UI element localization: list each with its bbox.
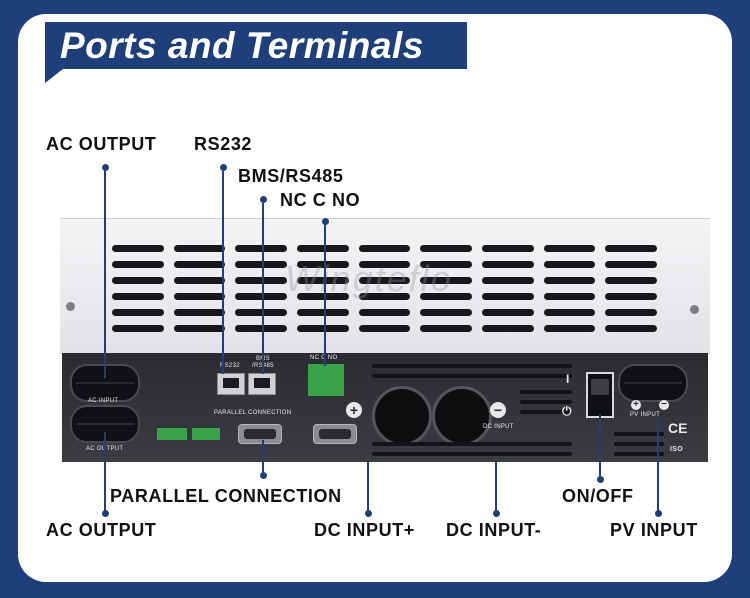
label-on-off: ON/OFF — [562, 486, 634, 506]
leader-dot — [322, 218, 329, 225]
bms-rs485-port — [248, 373, 276, 395]
rear-vent — [614, 442, 664, 446]
panel-rs232-label: RS232 — [220, 363, 240, 369]
label-dc-input-minus: DC INPUT- — [446, 520, 542, 540]
leader-line-ac-output-bottom — [104, 432, 106, 512]
leader-line-dc-plus — [367, 462, 369, 512]
rs232-port — [217, 373, 245, 395]
power-icon: ⏻ — [562, 404, 572, 418]
leader-dot — [365, 510, 372, 517]
label-pv-input: PV INPUT — [610, 520, 698, 540]
leader-dot — [493, 510, 500, 517]
rear-vent — [520, 390, 572, 394]
panel-ac-input-label: AC INPUT — [88, 398, 119, 404]
screw — [690, 305, 699, 314]
ce-mark: CE — [668, 420, 688, 436]
pv-plus-icon: + — [631, 400, 641, 410]
rear-vent — [372, 452, 572, 456]
leader-line-ac-output-top — [104, 168, 106, 378]
parallel-terminal-left — [157, 428, 187, 440]
leader-line-dc-minus — [495, 462, 497, 512]
leader-dot — [260, 472, 267, 479]
dc-input-plus-gland — [372, 386, 432, 446]
leader-line-parallel — [262, 440, 264, 474]
leader-dot — [220, 164, 227, 171]
rear-vent — [372, 364, 572, 368]
page-title: Ports and Terminals — [60, 25, 424, 66]
dc-plus-icon: + — [346, 402, 362, 418]
leader-line-on-off — [599, 414, 601, 478]
leader-dot — [260, 196, 267, 203]
panel-nc-c-no-label: NC C NO — [310, 355, 338, 361]
label-dc-input-plus: DC INPUT+ — [314, 520, 415, 540]
rear-vent — [520, 400, 572, 404]
dc-minus-icon: − — [490, 402, 506, 418]
banner-tail — [45, 69, 63, 83]
leader-dot — [597, 476, 604, 483]
power-switch[interactable] — [586, 372, 614, 418]
leader-line-nc-c-no — [324, 222, 326, 366]
leader-line-pv-input — [657, 418, 659, 512]
dry-contact-terminal — [308, 364, 344, 396]
pv-minus-icon: − — [659, 400, 669, 410]
label-ac-output-top: AC OUTPUT — [46, 134, 157, 154]
screw — [66, 302, 75, 311]
pv-input-gland — [618, 364, 688, 402]
parallel-db-port-1 — [238, 424, 282, 444]
parallel-terminal-right — [192, 428, 220, 440]
label-parallel-connection: PARALLEL CONNECTION — [110, 486, 342, 506]
leader-line-bms — [262, 200, 264, 374]
panel-dc-input-label: DC INPUT — [483, 424, 514, 430]
leader-dot — [655, 510, 662, 517]
watermark: Wingteflo — [285, 258, 453, 299]
on-mark: I — [566, 372, 570, 386]
dc-input-minus-gland — [432, 386, 492, 446]
panel-pv-input-label: PV INPUT — [630, 412, 661, 418]
panel-parallel-label: PARALLEL CONNECTION — [214, 410, 292, 416]
leader-line-rs232 — [222, 168, 224, 374]
leader-dot — [102, 510, 109, 517]
rear-vent — [372, 374, 572, 378]
label-nc-c-no: NC C NO — [280, 190, 361, 210]
parallel-db-port-2 — [313, 424, 357, 444]
title-banner — [45, 22, 467, 69]
iso-mark: ISO — [670, 446, 683, 453]
label-ac-output-bottom: AC OUTPUT — [46, 520, 157, 540]
rear-vent — [372, 442, 572, 446]
rear-vent — [520, 410, 572, 414]
rear-vent — [614, 432, 664, 436]
vent-slots — [112, 245, 658, 335]
rear-vent — [614, 452, 664, 456]
label-bms-rs485: BMS/RS485 — [238, 166, 344, 186]
leader-dot — [102, 164, 109, 171]
label-rs232: RS232 — [194, 134, 253, 154]
